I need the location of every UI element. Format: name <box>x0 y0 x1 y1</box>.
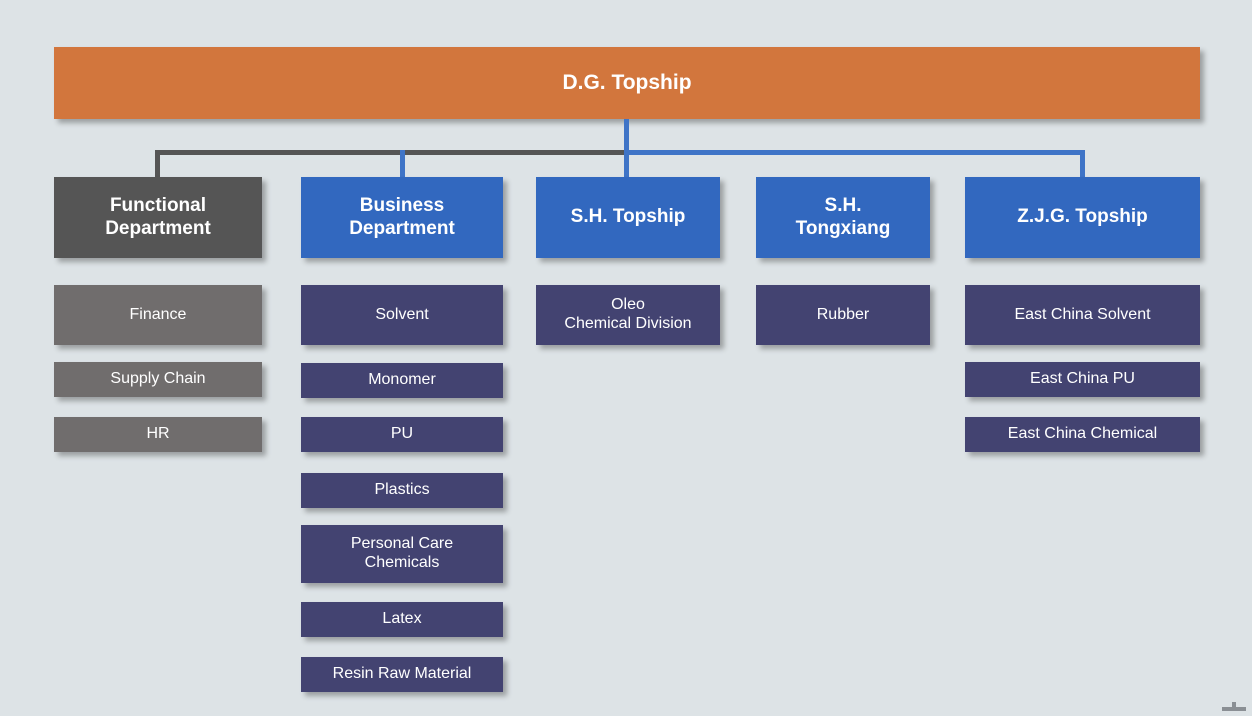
org-unit-solvent[interactable]: Solvent <box>301 285 503 345</box>
org-unit-supply-chain[interactable]: Supply Chain <box>54 362 262 397</box>
org-unit-rubber[interactable]: Rubber <box>756 285 930 345</box>
connector-drop-functional-department <box>155 150 160 177</box>
org-unit-east-china-chemical[interactable]: East China Chemical <box>965 417 1200 452</box>
org-unit-pu[interactable]: PU <box>301 417 503 452</box>
connector-bus-blue <box>624 150 1085 155</box>
connector-root-stem <box>624 119 629 152</box>
org-node-functional-department[interactable]: Functional Department <box>54 177 262 258</box>
connector-bus-gray <box>155 150 626 155</box>
connector-drop-zjg-topship <box>1080 150 1085 177</box>
org-unit-monomer[interactable]: Monomer <box>301 363 503 398</box>
page-corner-marker-stem <box>1232 702 1236 711</box>
org-node-zjg-topship[interactable]: Z.J.G. Topship <box>965 177 1200 258</box>
org-node-sh-tongxiang[interactable]: S.H. Tongxiang <box>756 177 930 258</box>
org-node-sh-topship[interactable]: S.H. Topship <box>536 177 720 258</box>
page-corner-marker <box>1220 698 1248 714</box>
connector-drop-business-department <box>400 150 405 177</box>
org-node-root[interactable]: D.G. Topship <box>54 47 1200 119</box>
org-unit-finance[interactable]: Finance <box>54 285 262 345</box>
org-unit-east-china-pu[interactable]: East China PU <box>965 362 1200 397</box>
org-unit-oleo-chemical-division[interactable]: Oleo Chemical Division <box>536 285 720 345</box>
org-unit-latex[interactable]: Latex <box>301 602 503 637</box>
org-unit-resin-raw-material[interactable]: Resin Raw Material <box>301 657 503 692</box>
org-unit-hr[interactable]: HR <box>54 417 262 452</box>
org-unit-personal-care-chemicals[interactable]: Personal Care Chemicals <box>301 525 503 583</box>
org-unit-plastics[interactable]: Plastics <box>301 473 503 508</box>
connector-drop-sh-topship <box>624 150 629 177</box>
org-unit-east-china-solvent[interactable]: East China Solvent <box>965 285 1200 345</box>
org-node-business-department[interactable]: Business Department <box>301 177 503 258</box>
